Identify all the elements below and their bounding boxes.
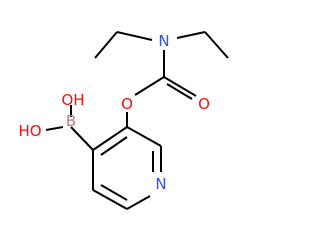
- atom-hydroxyl-upper: OH: [61, 91, 84, 109]
- bond-carbonyl-double-a: [163, 76, 197, 97]
- bond-ring-c3-c2: [126, 126, 162, 147]
- bond-ring-c4-boron: [70, 126, 94, 151]
- atom-ring-nitrogen: N: [155, 175, 166, 193]
- bond-ring-n-c6: [126, 195, 151, 210]
- structure-canvas: N O O B OH HO N: [18, 31, 229, 210]
- bond-n-ethyl-right-ch2: [176, 31, 206, 39]
- bond-ring-c6-c5: [92, 189, 128, 210]
- atom-carbonyl-oxygen: O: [198, 95, 210, 113]
- bond-ring-c4-c3: [92, 126, 128, 151]
- bond-ethyl-left-ch2-n: [116, 31, 153, 41]
- atom-boron: B: [66, 112, 76, 130]
- atom-ester-oxygen: O: [121, 95, 133, 113]
- bond-carbonyl-c-ester-o: [134, 76, 165, 96]
- bond-carbonyl-double-b: [166, 83, 193, 100]
- bond-ring-c4-c3-inner: [100, 136, 128, 156]
- atom-hydroxyl-lower: HO: [18, 122, 41, 140]
- bond-ring-c6-c5-inner: [100, 184, 128, 201]
- bond-boron-oh-lower: [45, 126, 64, 131]
- bond-ethyl-right-ch2-ch3: [204, 31, 229, 59]
- molecule-diagram: N O O B OH HO N: [18, 31, 229, 210]
- atom-amide-nitrogen: N: [158, 32, 169, 50]
- bond-ethyl-left-ch3-ch2: [94, 31, 118, 59]
